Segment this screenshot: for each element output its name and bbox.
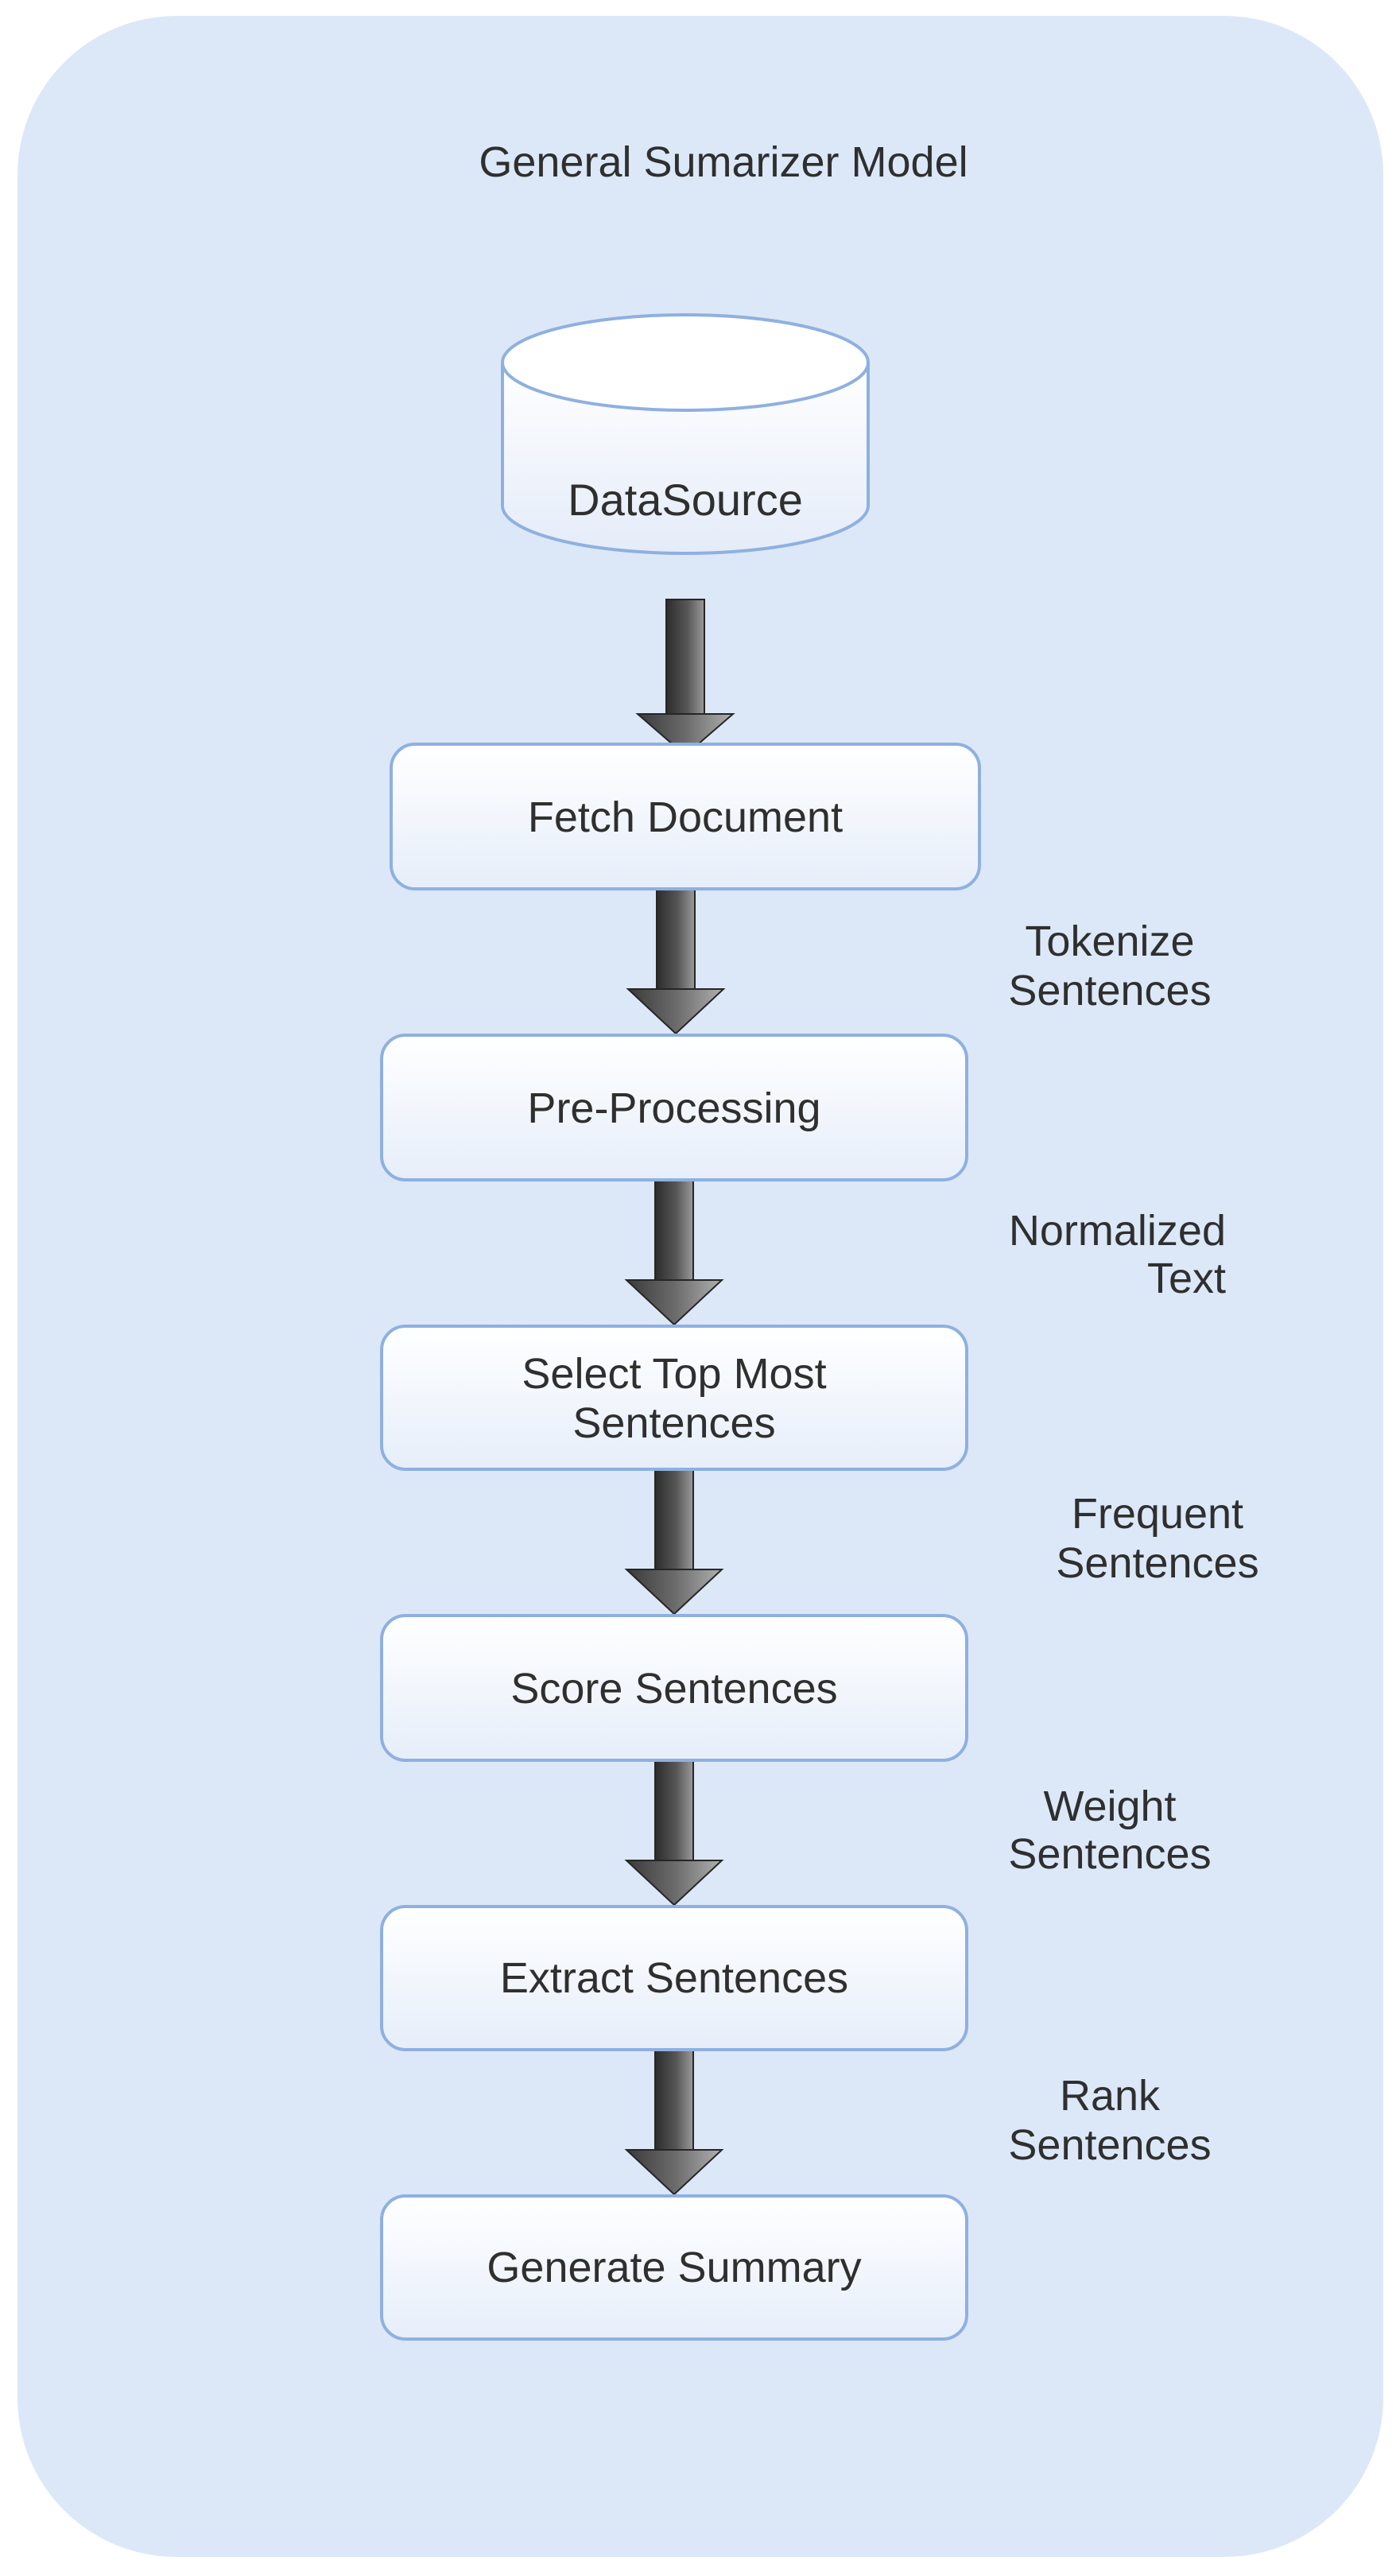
edge-label-normalized-text: Normalized Text (1009, 1207, 1226, 1302)
edge-label-tokenize-sentences: Tokenize Sentences (1008, 918, 1211, 1014)
step-label: Select Top Most (522, 1350, 826, 1398)
edge-label-line: Frequent (1072, 1490, 1243, 1538)
edge-label-line: Tokenize (1025, 918, 1194, 965)
edge-label-line: Normalized (1009, 1207, 1226, 1255)
arrow-datasource-to-fetch (635, 599, 735, 757)
step-label: Sentences (572, 1399, 775, 1447)
datasource-label: DataSource (568, 475, 803, 525)
step-pre-processing: Pre-Processing (380, 1034, 968, 1181)
step-generate-summary: Generate Summary (380, 2194, 968, 2341)
datasource-cylinder: DataSource (501, 313, 870, 555)
edge-label-line: Text (1147, 1255, 1226, 1302)
step-label: Pre-Processing (527, 1084, 820, 1132)
edge-label-line: Sentences (1008, 2121, 1211, 2169)
step-label: Generate Summary (487, 2244, 861, 2291)
edge-label-line: Sentences (1056, 1539, 1258, 1587)
arrow-extract-to-generate (624, 2049, 724, 2196)
edge-label-line: Weight (1043, 1783, 1176, 1830)
arrow-preprocessing-to-select (624, 1179, 724, 1326)
step-extract-sentences: Extract Sentences (380, 1905, 968, 2051)
diagram-title: General Sumarizer Model (479, 138, 968, 186)
edge-label-weight-sentences: Weight Sentences (1008, 1783, 1211, 1878)
step-label: Fetch Document (528, 793, 843, 841)
step-select-top-most-sentences: Select Top Most Sentences (380, 1325, 968, 1471)
step-label: Score Sentences (510, 1665, 837, 1713)
arrow-fetch-to-preprocessing (626, 888, 726, 1035)
step-score-sentences: Score Sentences (380, 1614, 968, 1762)
step-label: Extract Sentences (500, 1954, 848, 2002)
edge-label-line: Sentences (1008, 1830, 1211, 1878)
edge-label-line: Sentences (1008, 967, 1211, 1014)
edge-label-frequent-sentences: Frequent Sentences (1056, 1490, 1258, 1587)
edge-label-line: Rank (1060, 2072, 1161, 2120)
step-fetch-document: Fetch Document (390, 743, 981, 890)
arrow-score-to-extract (624, 1759, 724, 1907)
edge-label-rank-sentences: Rank Sentences (1008, 2072, 1211, 2169)
